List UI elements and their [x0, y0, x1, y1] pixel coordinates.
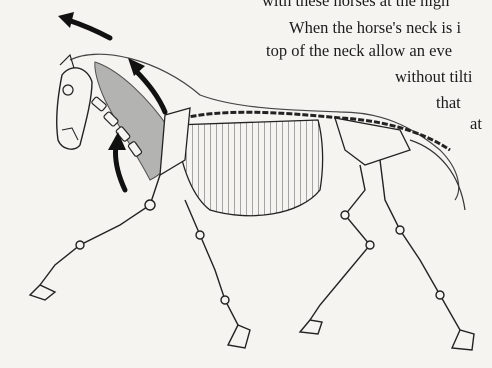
- up-left-arrow-icon: [58, 12, 110, 38]
- skull: [57, 55, 92, 149]
- front-leg-extended: [30, 175, 160, 300]
- ribcage: [175, 120, 323, 216]
- pelvis: [335, 118, 410, 165]
- front-leg-support: [185, 200, 250, 348]
